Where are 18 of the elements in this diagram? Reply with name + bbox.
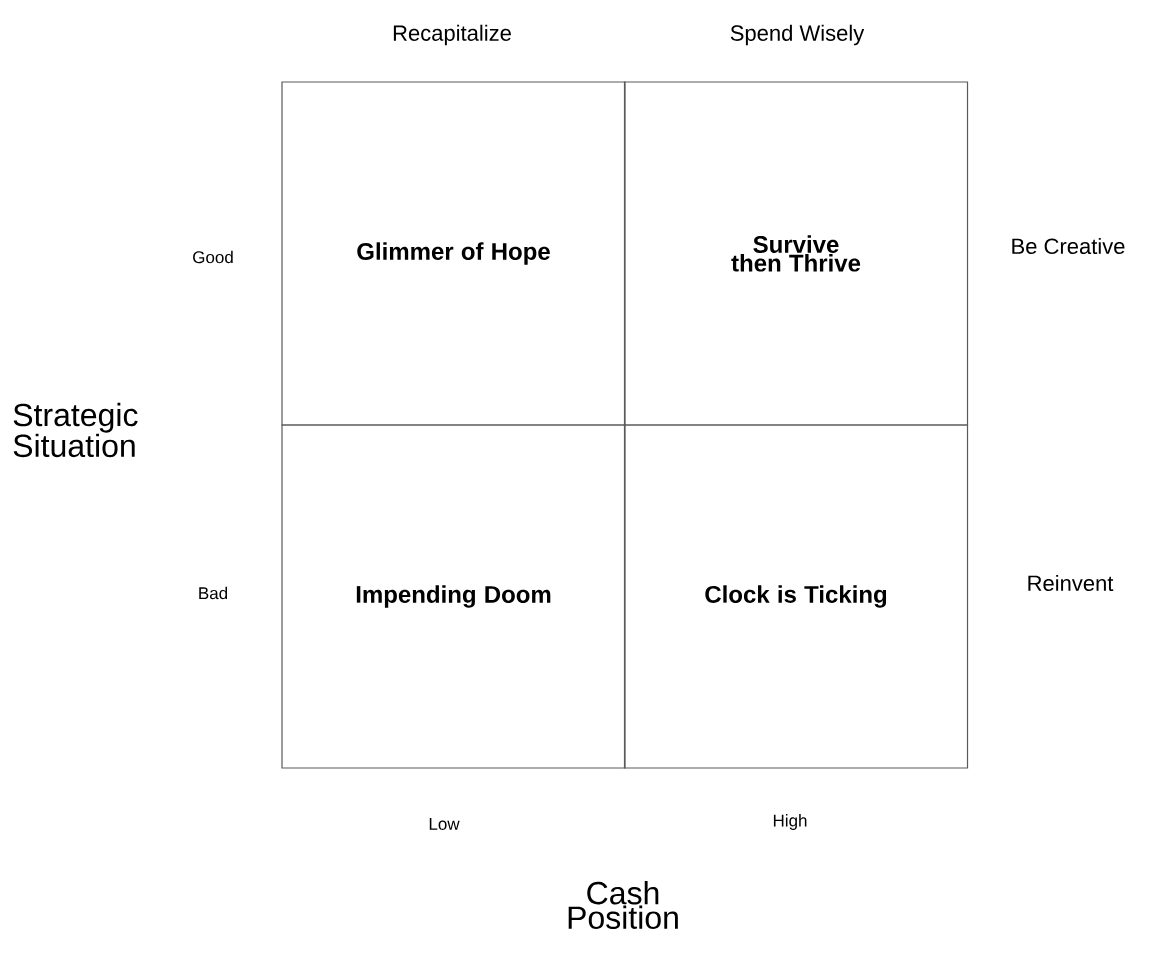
quadrant-label: Glimmer of Hope: [357, 242, 550, 265]
quadrant-label: Impending Doom: [356, 585, 551, 608]
column-label: High: [773, 814, 807, 830]
quadrant-label: Survive then Thrive: [731, 235, 861, 272]
axis-title: Strategic Situation: [13, 402, 138, 458]
column-label: Low: [429, 818, 460, 830]
quadrant-label: Clock is Ticking: [705, 585, 887, 608]
quadrant-box: [623, 81, 969, 426]
axis-title: Cash Position: [568, 881, 678, 929]
quadrant-box: [623, 424, 969, 769]
row-action-label: Be Creative: [1012, 237, 1125, 255]
quadrant-box: [281, 81, 626, 426]
quadrant-box: [281, 424, 626, 769]
row-label: Good: [193, 250, 233, 264]
row-action-label: Reinvent: [1028, 574, 1114, 592]
column-label: Spend Wisely: [730, 24, 865, 46]
column-label: Recapitalize: [393, 24, 511, 46]
row-label: Bad: [199, 586, 228, 600]
